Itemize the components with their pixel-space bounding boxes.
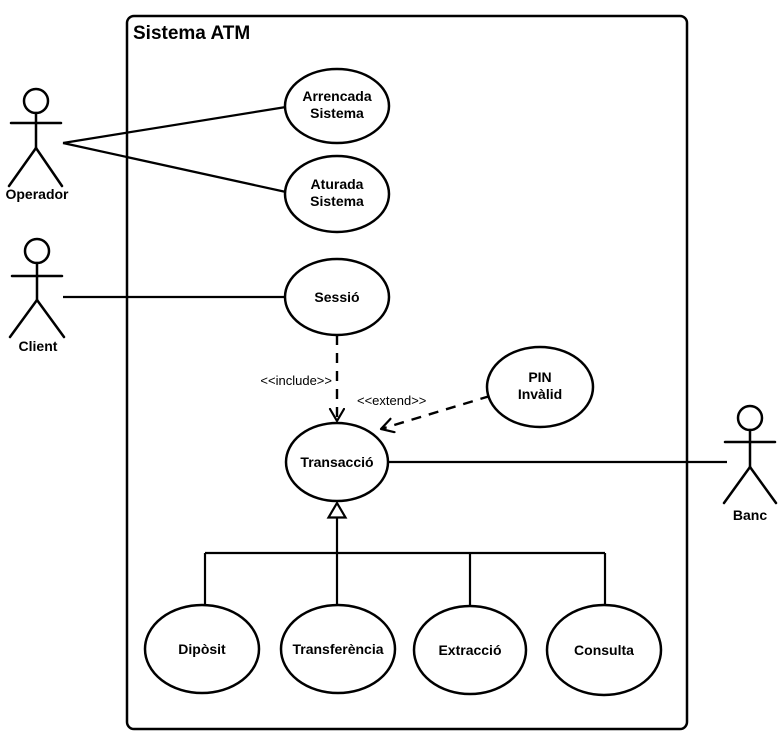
use-case-ellipse (545, 603, 663, 697)
use-case-ellipse (284, 421, 390, 503)
use-case-label-line2: Invàlid (518, 386, 562, 402)
use-case-ellipse (283, 257, 391, 337)
extend-arrow (381, 394, 491, 429)
system-boundary (125, 14, 689, 731)
extend-label: <<extend>> (357, 393, 426, 408)
actor-head (22, 87, 50, 115)
use-case-extraccio: Extracció (412, 604, 528, 696)
use-case-label: Consulta (574, 642, 634, 658)
actor-label: Client (19, 338, 58, 354)
actor-label: Banc (733, 507, 767, 523)
use-case-label-line1: PIN (528, 369, 551, 385)
actor-operador: Operador (5, 87, 69, 202)
use-case-transaccio: Transacció (284, 421, 390, 503)
use-case-label-line2: Sistema (310, 193, 364, 209)
actor-leg-right (35, 298, 66, 339)
actor-leg-right (34, 146, 64, 188)
use-case-transferencia: Transferència (279, 603, 397, 695)
actor-leg-left (722, 465, 752, 505)
include-label: <<include>> (260, 373, 332, 388)
generalization-arrowhead (326, 500, 348, 519)
use-case-label-line1: Arrencada (302, 88, 371, 104)
association-operador-aturada (62, 141, 287, 194)
use-case-consulta: Consulta (545, 603, 663, 697)
actor-head (736, 404, 764, 432)
use-case-label-line1: Aturada (311, 176, 364, 192)
association-operador-arrencada (62, 105, 287, 145)
use-case-ellipse (283, 154, 391, 234)
use-case-label: Transacció (300, 454, 373, 470)
actor-leg-left (7, 146, 38, 188)
actor-head (23, 237, 51, 265)
actor-label: Operador (5, 186, 69, 202)
use-case-sessio: Sessió (283, 257, 391, 337)
use-case-ellipse (485, 345, 595, 429)
use-case-label: Sessió (314, 289, 359, 305)
use-case-label: Transferència (292, 641, 383, 657)
use-case-label: Dipòsit (178, 641, 226, 657)
use-case-ellipse (412, 604, 528, 696)
use-case-arrencada-sistema: Arrencada Sistema (283, 67, 391, 145)
system-title: Sistema ATM (133, 23, 250, 44)
use-case-pin-invalid: PIN Invàlid (485, 345, 595, 429)
use-case-ellipse (279, 603, 397, 695)
actor-leg-left (8, 298, 39, 339)
use-case-aturada-sistema: Aturada Sistema (283, 154, 391, 234)
use-case-label-line2: Sistema (310, 105, 364, 121)
actor-leg-right (748, 465, 778, 505)
actor-client: Client (8, 237, 66, 354)
use-case-ellipse (283, 67, 391, 145)
use-case-diposit: Dipòsit (143, 603, 261, 695)
use-case-ellipse (143, 603, 261, 695)
actor-banc: Banc (722, 404, 778, 523)
use-case-label: Extracció (438, 642, 501, 658)
